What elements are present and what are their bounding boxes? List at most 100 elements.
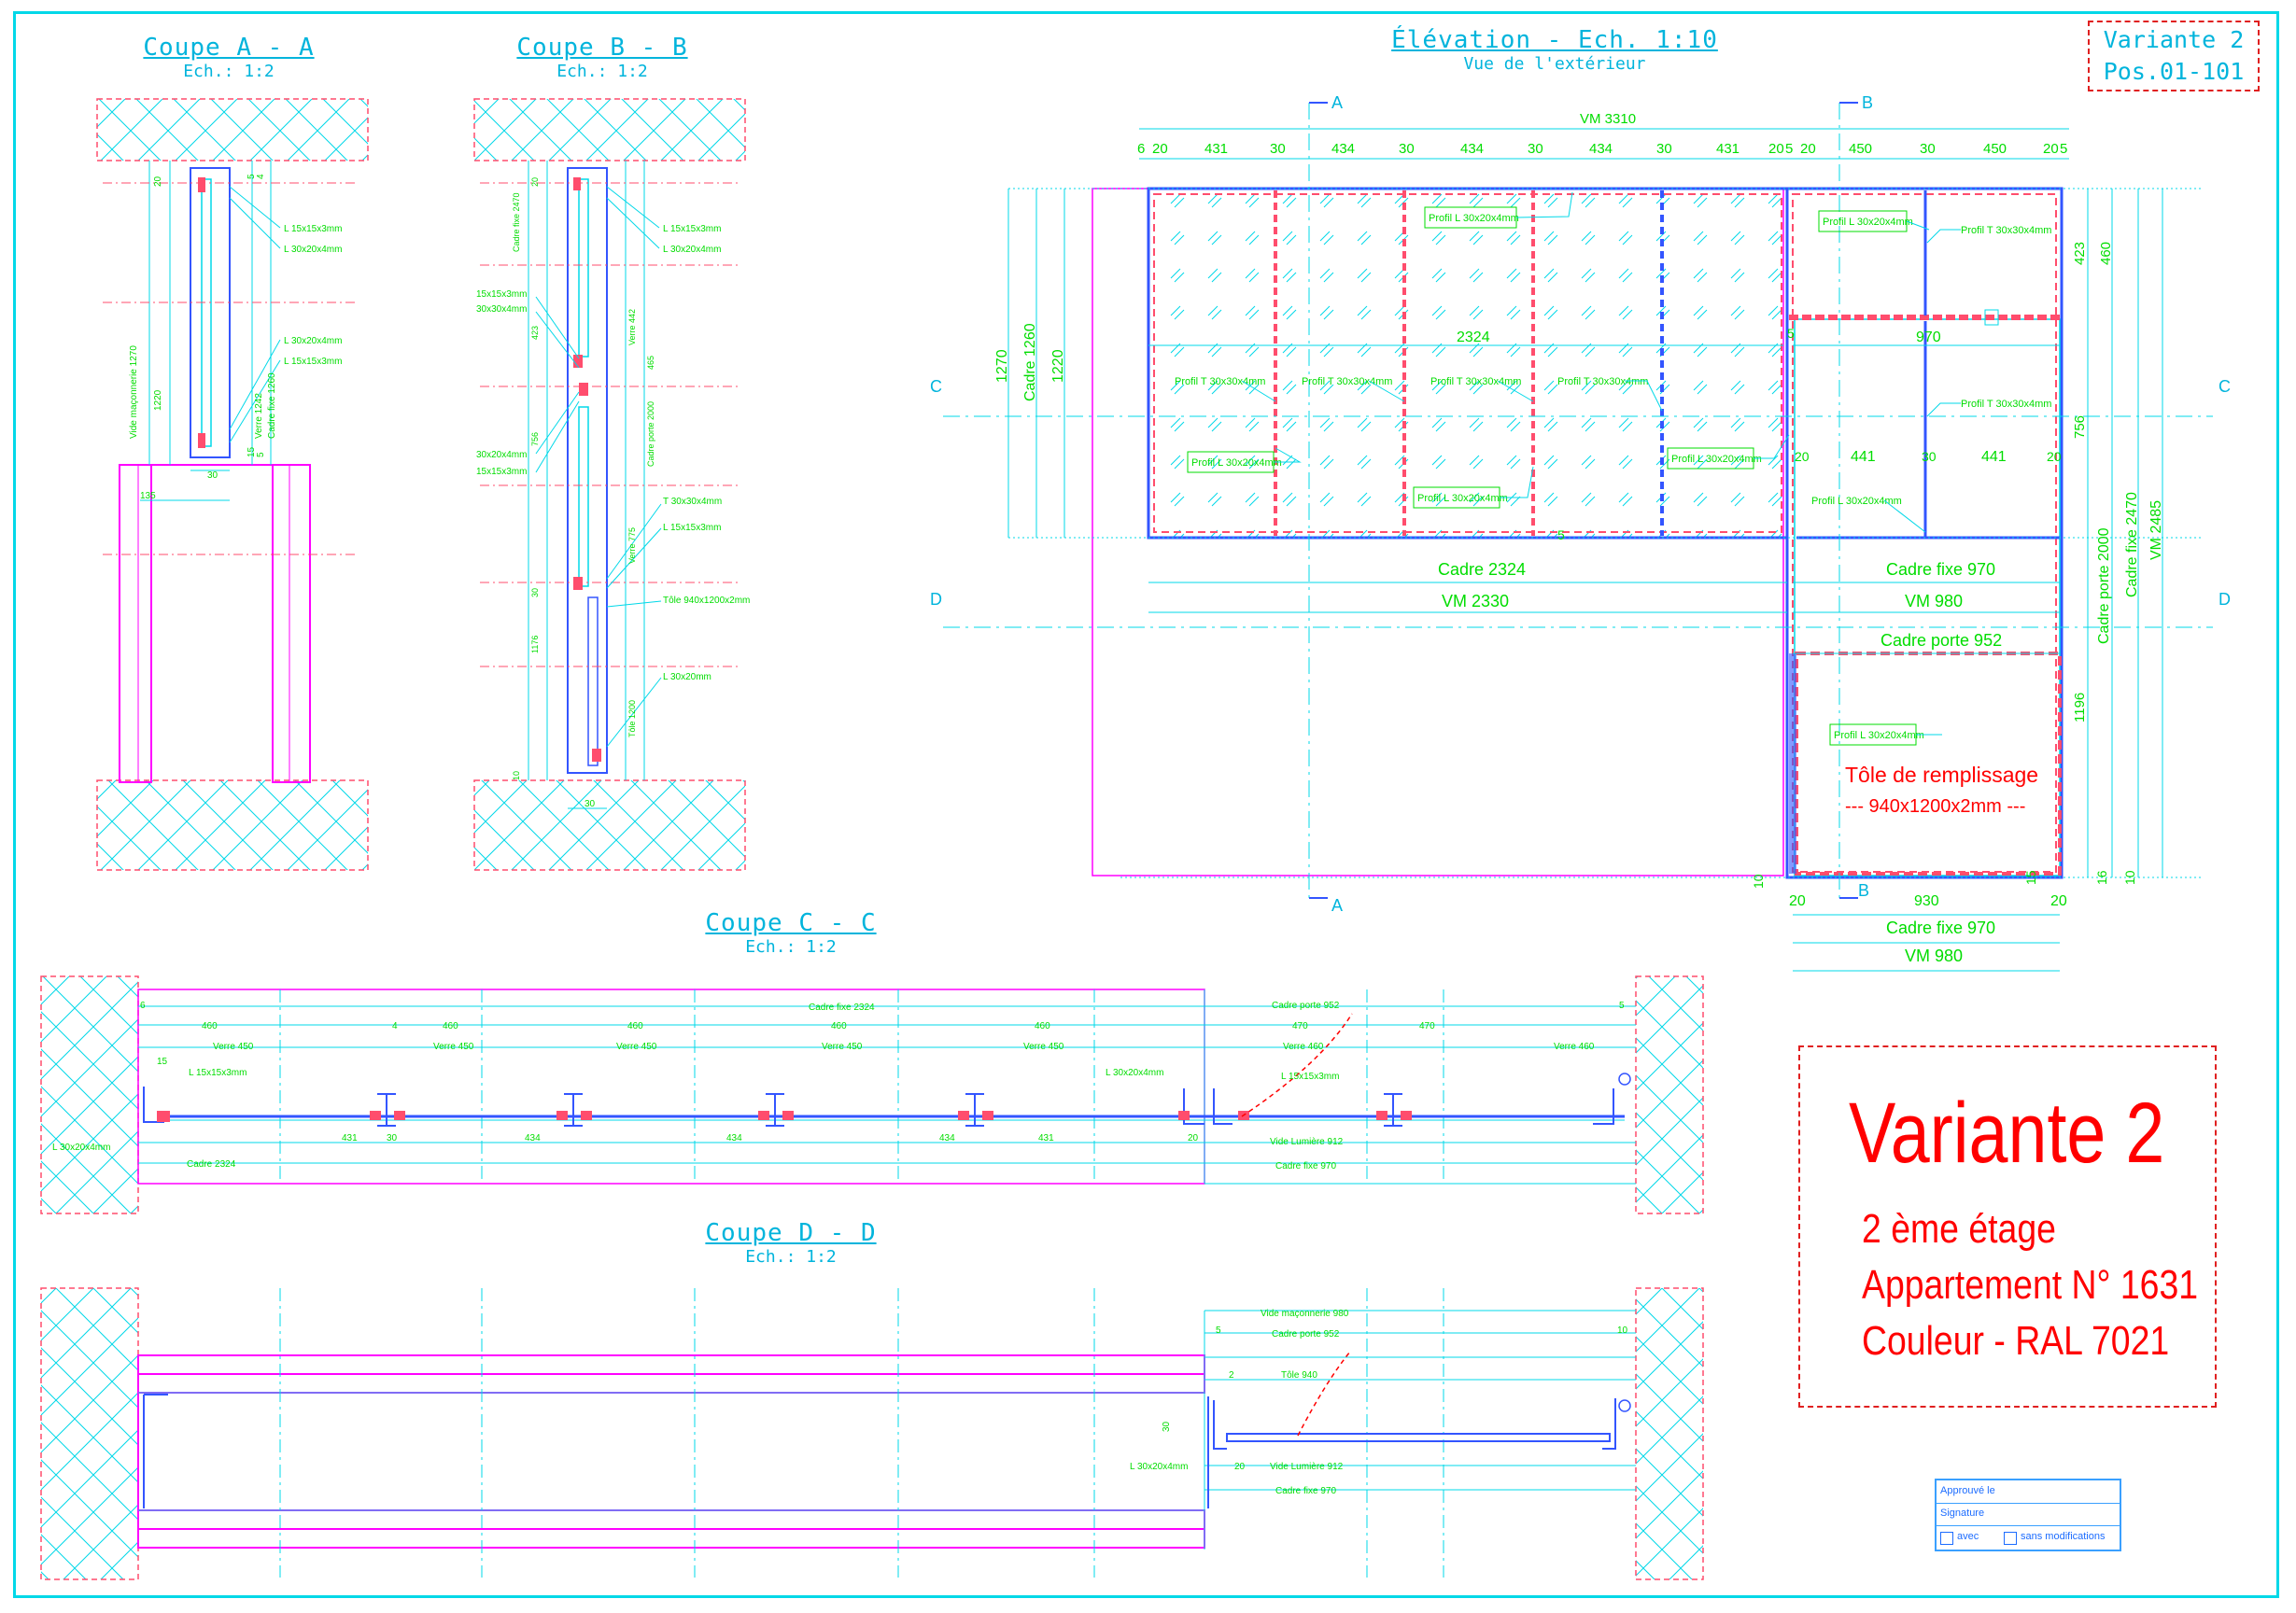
cc-top-dim: 470 — [1419, 1021, 1435, 1031]
elev-width-2324: 2324 — [1457, 330, 1490, 345]
elev-callout-profil-t: Profil T 30x30x4mm — [1961, 225, 2051, 236]
bb-label-2: L 30x20x4mm — [663, 245, 721, 255]
elev-width-970: 970 — [1916, 330, 1941, 345]
bb-dim-30: 30 — [585, 799, 596, 809]
cc-bottom-dim: 4 — [392, 1021, 398, 1031]
bb-label-1: L 15x15x3mm — [663, 224, 721, 234]
bb-dim-1176: 1176 — [530, 636, 540, 653]
approval-avec-label: avec — [1957, 1531, 1979, 1542]
elev-bottom-vm: VM 2330 — [1442, 592, 1509, 610]
elevation-title: Élévation - Ech. 1:10 — [1391, 26, 1718, 54]
aa-wall-right — [272, 464, 311, 783]
elev-top-dim: 450 — [1849, 141, 1872, 157]
elev-callout-profil-l: Profil L 30x20x4mm — [1417, 493, 1508, 504]
dd-dim-10: 10 — [1617, 1325, 1628, 1336]
elev-br-cadre-fixe: Cadre fixe 970 — [1886, 919, 1995, 937]
elev-br-20b: 20 — [2050, 893, 2067, 909]
cc-bottom-dim: 431 — [1038, 1133, 1054, 1143]
variant-box-line2: Pos.01-101 — [2103, 58, 2245, 85]
elev-small-dim: 16 — [2094, 870, 2109, 885]
elev-top-dim: 431 — [1204, 141, 1228, 157]
elev-right-dim-460: 460 — [2098, 242, 2114, 265]
coupe-aa-view: L 15x15x3mm L 30x20x4mm L 30x20x4mm L 15… — [96, 98, 369, 871]
cc-top-cadre-porte: Cadre porte 952 — [1272, 1001, 1340, 1011]
bb-dim-423: 423 — [530, 326, 540, 340]
info-floor: 2 ème étage — [1862, 1206, 2056, 1252]
coupe-bb-view: L 15x15x3mm L 30x20x4mm 15x15x3mm 30x30x… — [473, 98, 750, 871]
elev-small-dim: 30 — [1922, 449, 1937, 464]
elev-callouts: Profil L 30x20x4mm Profil L 30x20x4mm Pr… — [1175, 206, 2051, 746]
elev-width-441b: 441 — [1981, 449, 2007, 465]
elev-callout-profil-l: Profil L 30x20x4mm — [1191, 457, 1282, 469]
elev-left-dim-1270: 1270 — [994, 349, 1010, 383]
elev-mullions — [1274, 190, 1664, 536]
bb-glass-upper — [578, 178, 589, 358]
elev-fixed-frame — [1147, 187, 1789, 540]
elev-small-dim: 15 — [2023, 870, 2038, 885]
elev-right-dim-vm: VM 2485 — [2148, 500, 2164, 560]
dd-dim-5: 5 — [1216, 1325, 1221, 1336]
cc-bottom-dim: 15 — [157, 1057, 168, 1067]
bb-dim-465: 465 — [646, 356, 655, 370]
coupe-aa-title: Coupe A - A — [143, 34, 315, 62]
aa-dim-135: 135 — [140, 491, 156, 501]
cc-top-dim: 460 — [627, 1021, 643, 1031]
elev-marker-c-left: C — [930, 377, 942, 396]
elev-top-dim: 30 — [1399, 141, 1415, 157]
dd-wall-right — [1635, 1287, 1704, 1580]
aa-dim-cadre: Cadre fixe 1260 — [267, 372, 277, 439]
aa-frame — [190, 167, 231, 458]
elev-tole-dims: --- 940x1200x2mm --- — [1845, 796, 2025, 817]
aa-lintel — [96, 98, 369, 161]
elev-width-441a: 441 — [1851, 449, 1876, 465]
cc-profiles — [143, 1087, 1614, 1127]
approval-date-label: Approuvé le — [1940, 1485, 1995, 1496]
elev-right-dim-756: 756 — [2072, 415, 2088, 439]
bb-dim-10: 10 — [512, 771, 521, 780]
cc-bottom-dim: 434 — [525, 1133, 541, 1143]
elev-top-dim: 20 — [1152, 141, 1168, 157]
bb-dim-verre775: Verre 775 — [627, 527, 637, 564]
aa-dim-20: 20 — [153, 175, 163, 187]
aa-dim-verre: Verre 1242 — [254, 393, 264, 439]
dd-label-cadre-fixe: Cadre fixe 970 — [1275, 1486, 1336, 1496]
bb-dim-756: 756 — [530, 432, 540, 446]
elev-top-dim: 30 — [1920, 141, 1936, 157]
elev-callout-profil-l: Profil L 30x20x4mm — [1811, 496, 1902, 507]
cc-glass-dim: Verre 450 — [1023, 1042, 1064, 1052]
elev-bottom-cadre-porte: Cadre porte 952 — [1880, 631, 2002, 650]
elev-right-dim-1196: 1196 — [2072, 693, 2088, 722]
elev-top-dim: 20 — [1800, 141, 1816, 157]
elev-small-dim: 10 — [1751, 874, 1766, 889]
elev-top-dim: 30 — [1270, 141, 1286, 157]
elev-top-dim: 20 — [1768, 141, 1784, 157]
coupe-dd-scale: Ech.: 1:2 — [745, 1247, 837, 1267]
elev-top-dim: 431 — [1716, 141, 1740, 157]
cc-bottom-cadre: Cadre 2324 — [187, 1159, 236, 1170]
cc-glass-dim: Verre 450 — [213, 1042, 254, 1052]
approval-signature-label: Signature — [1940, 1508, 1985, 1519]
cc-top-dim: 460 — [202, 1021, 218, 1031]
cc-bottom-dim: 431 — [342, 1133, 358, 1143]
elev-top-dim: 434 — [1331, 141, 1355, 157]
bb-label-6: 15x15x3mm — [476, 467, 527, 477]
elev-br-vm: VM 980 — [1905, 947, 1963, 965]
approval-sans-checkbox[interactable] — [2004, 1532, 2017, 1545]
cc-label-1: L 15x15x3mm — [189, 1068, 247, 1078]
elev-small-dim: 5 — [1787, 326, 1795, 341]
cc-slab — [137, 989, 1205, 1185]
elev-top-dim: 20 — [2043, 141, 2059, 157]
cc-bottom-vide: Vide Lumière 912 — [1270, 1137, 1344, 1147]
approval-avec-checkbox[interactable] — [1940, 1532, 1953, 1545]
elev-callout-profil-t: Profil T 30x30x4mm — [1961, 399, 2051, 410]
elev-top-dim: 5 — [2060, 141, 2067, 157]
cc-bottom-dim: 5 — [1619, 1001, 1625, 1011]
elev-callout-profil-t: Profil T 30x30x4mm — [1557, 376, 1648, 387]
elev-callout-profil-l: Profil L 30x20x4mm — [1823, 217, 1913, 228]
elev-small-dim: 20 — [1795, 449, 1810, 464]
elev-right-dim-cadre-porte: Cadre porte 2000 — [2096, 527, 2112, 644]
elev-bottom-cadre-fixe: Cadre fixe 970 — [1886, 560, 1995, 579]
dd-label-vide: Vide maçonnerie 980 — [1261, 1309, 1349, 1319]
coupe-aa-scale: Ech.: 1:2 — [183, 62, 275, 81]
coupe-cc-view: Cadre fixe 2324 Cadre porte 952 460 460 … — [40, 975, 1704, 1214]
